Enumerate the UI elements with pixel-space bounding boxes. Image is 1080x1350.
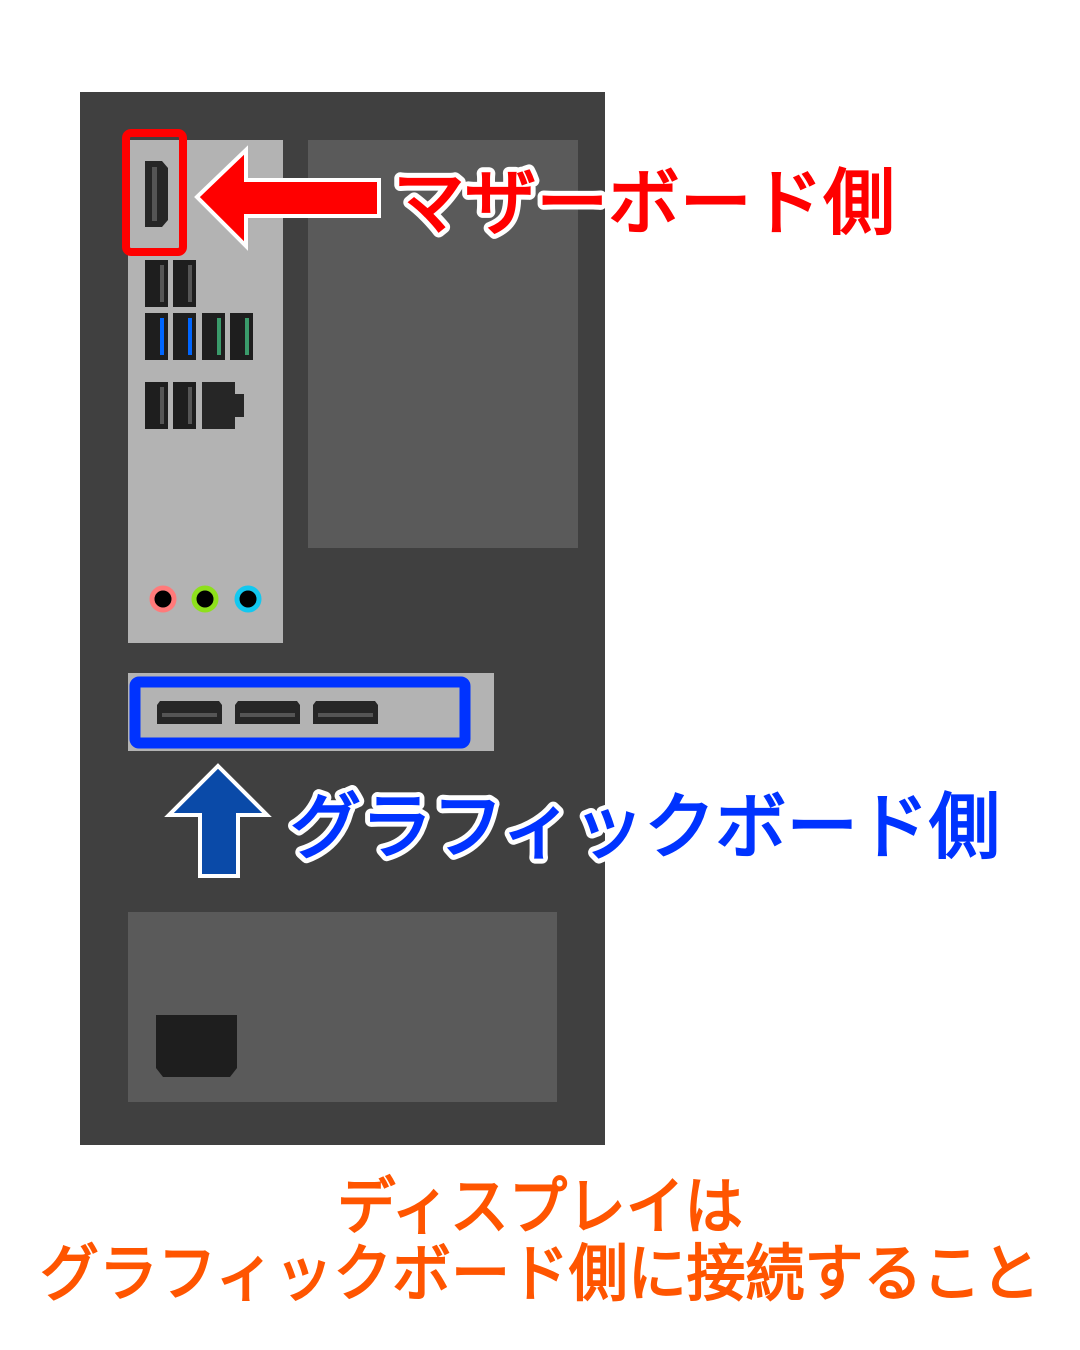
instruction-line-1: ディスプレイは bbox=[337, 1170, 743, 1243]
power-inlet bbox=[156, 1015, 237, 1077]
red-arrow-icon bbox=[194, 145, 381, 251]
motherboard-highlight-box bbox=[122, 129, 187, 256]
instruction-line-2: グラフィックボード側に接続すること bbox=[40, 1237, 1040, 1310]
lan-port bbox=[202, 382, 244, 429]
motherboard-displayport bbox=[145, 161, 168, 227]
gpu-displayports bbox=[157, 701, 378, 724]
graphics-board-side-label: グラフィックボード側 bbox=[290, 785, 1000, 869]
audio-jacks bbox=[149, 585, 262, 613]
motherboard-side-label: マザーボード側 bbox=[393, 161, 895, 245]
usb-ports bbox=[145, 260, 253, 429]
blue-up-arrow-icon bbox=[164, 763, 272, 878]
graphics-highlight-box bbox=[129, 676, 471, 749]
